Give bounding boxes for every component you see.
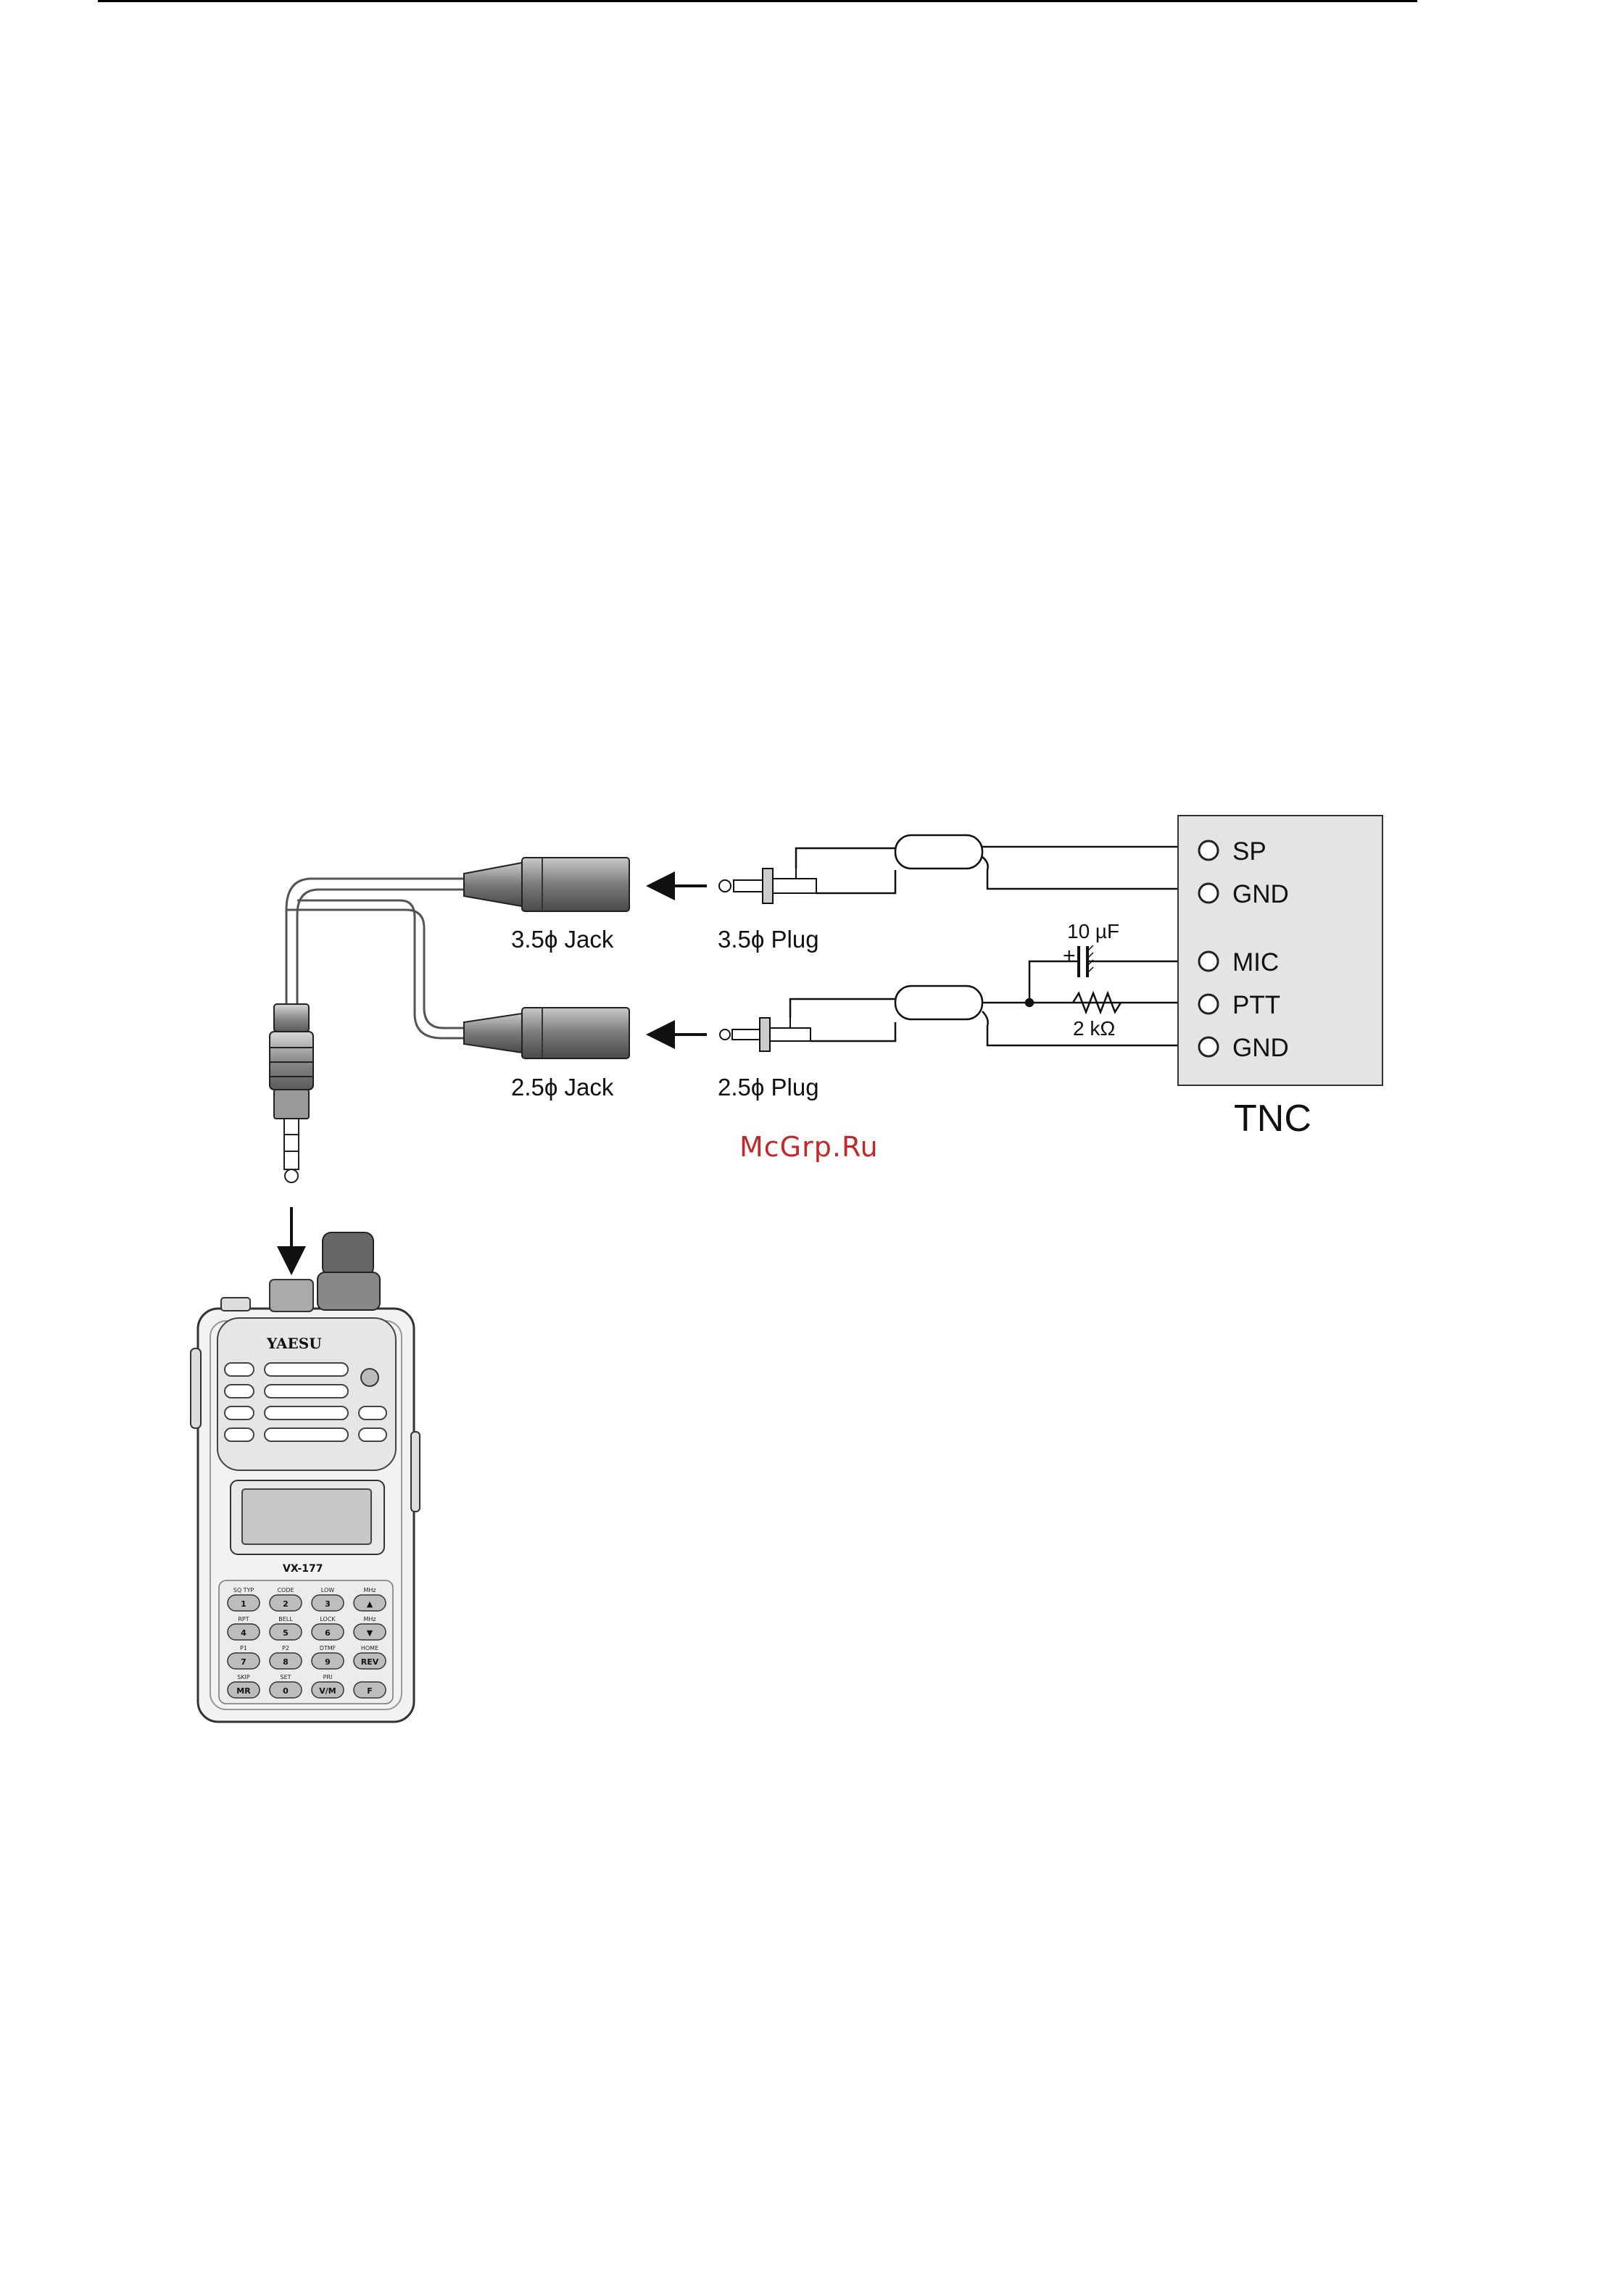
radio-key-text: MR bbox=[236, 1686, 251, 1696]
radio-key-text: F bbox=[367, 1686, 373, 1696]
radio-key-label: MHz bbox=[363, 1587, 376, 1593]
radio-key-label: SET bbox=[280, 1674, 291, 1680]
tnc-title: TNC bbox=[1234, 1098, 1311, 1140]
watermark: McGrp.Ru bbox=[739, 1131, 928, 1167]
radio-key-text: V/M bbox=[319, 1686, 336, 1696]
tnc-pin-ptt: PTT bbox=[1232, 991, 1280, 1019]
radio-key-label: BELL bbox=[278, 1616, 293, 1622]
radio-key-label: P2 bbox=[282, 1645, 289, 1651]
tnc-pin-sp: SP bbox=[1232, 837, 1266, 866]
radio-key-text: 7 bbox=[241, 1657, 246, 1667]
radio-key-text: 4 bbox=[241, 1628, 246, 1638]
radio-key-text: ▼ bbox=[367, 1628, 373, 1638]
radio-key-label: CODE bbox=[277, 1587, 294, 1593]
radio-key-label: SKIP bbox=[237, 1674, 250, 1680]
tnc-pin-mic: MIC bbox=[1232, 948, 1279, 977]
radio-key-text: 8 bbox=[283, 1657, 289, 1667]
label-resistor: 2 kΩ bbox=[1073, 1017, 1115, 1040]
jack-2-5 bbox=[464, 1008, 629, 1058]
radio-key-text: 2 bbox=[283, 1599, 289, 1609]
radio-key-label: P1 bbox=[240, 1645, 247, 1651]
radio-brand: YAESU bbox=[266, 1335, 322, 1352]
radio-key-label: RPT bbox=[238, 1616, 249, 1622]
radio-key-text: 6 bbox=[325, 1628, 331, 1638]
radio-key-label: DTMF bbox=[320, 1645, 336, 1651]
transceiver bbox=[191, 1232, 420, 1722]
label-capacitor-polarity: + bbox=[1063, 944, 1076, 968]
radio-model: VX-177 bbox=[283, 1563, 323, 1575]
y-cable bbox=[286, 879, 464, 1038]
plug-3-5 bbox=[719, 869, 816, 903]
radio-key-text: 0 bbox=[283, 1686, 289, 1696]
jack-3-5 bbox=[464, 858, 629, 911]
radio-plug-connector bbox=[270, 1004, 313, 1182]
plug-2-5 bbox=[720, 1018, 810, 1051]
label-jack-2-5: 2.5ϕ Jack bbox=[511, 1074, 614, 1101]
radio-key-text: 5 bbox=[283, 1628, 289, 1638]
shielded-cable-3-5 bbox=[796, 835, 1178, 893]
radio-key-text: REV bbox=[361, 1657, 379, 1667]
label-plug-2-5: 2.5ϕ Plug bbox=[718, 1074, 819, 1101]
label-capacitor: 10 µF bbox=[1067, 920, 1119, 942]
radio-key-text: ▲ bbox=[367, 1599, 373, 1609]
label-jack-3-5: 3.5ϕ Jack bbox=[511, 926, 614, 953]
radio-key-label: SQ TYP bbox=[233, 1587, 254, 1593]
tnc-pin-gnd-2: GND bbox=[1232, 1034, 1289, 1062]
radio-key-label: LOW bbox=[321, 1587, 334, 1593]
radio-key-label: MHz bbox=[363, 1616, 376, 1622]
radio-key-label: LOCK bbox=[320, 1616, 336, 1622]
radio-key-text: 3 bbox=[325, 1599, 331, 1609]
radio-key-text: 1 bbox=[241, 1599, 246, 1609]
radio-key-label: PRI bbox=[323, 1674, 333, 1680]
label-plug-3-5: 3.5ϕ Plug bbox=[718, 926, 819, 953]
tnc-pin-gnd-1: GND bbox=[1232, 880, 1289, 908]
radio-key-text: 9 bbox=[325, 1657, 331, 1667]
shielded-cable-2-5 bbox=[790, 986, 1178, 1045]
radio-key-label: HOME bbox=[361, 1645, 378, 1651]
